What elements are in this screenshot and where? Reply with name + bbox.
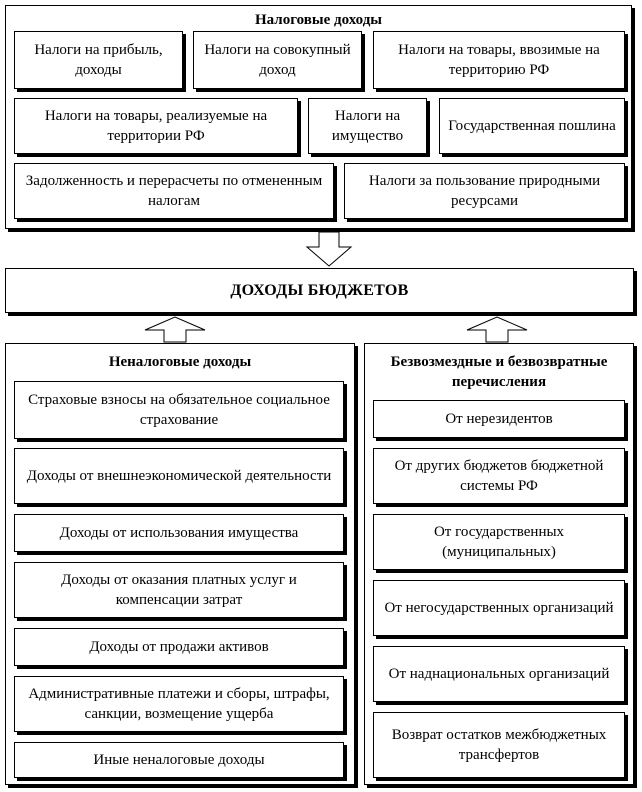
tax-item-property: Налоги на имущество — [308, 98, 427, 154]
tax-item-natural-resources: Налоги за пользование природными ресурса… — [344, 163, 625, 219]
tax-item-domestic-goods: Налоги на товары, реализуемые на террито… — [14, 98, 298, 154]
free-item-non-state: От негосударственных организаций — [373, 580, 625, 636]
nontax-item-foreign-trade: Доходы от внешнеэкономической деятельнос… — [14, 448, 344, 504]
tax-item-profit: Налоги на прибыль, доходы — [14, 31, 183, 89]
arrow-up-right-icon — [466, 316, 528, 343]
free-item-supranational: От наднациональных организаций — [373, 646, 625, 702]
nontax-item-insurance: Страховые взносы на обязательное социаль… — [14, 381, 344, 439]
nontax-item-paid-services: Доходы от оказания платных услуг и компе… — [14, 562, 344, 618]
tax-item-cancelled-taxes-debt: Задолженность и перерасчеты по отмененны… — [14, 163, 334, 219]
free-item-other-budgets: От других бюджетов бюджетной системы РФ — [373, 448, 625, 504]
nontax-item-other: Иные неналоговые доходы — [14, 742, 344, 778]
nontax-revenues-title: Неналоговые доходы — [108, 354, 252, 370]
free-item-nonresidents: От нерезидентов — [373, 400, 625, 438]
free-item-state-municipal: От государственных (муниципальных) — [373, 514, 625, 570]
budget-revenues-box: ДОХОДЫ БЮДЖЕТОВ — [5, 268, 634, 313]
tax-revenues-title: Налоговые доходы — [254, 12, 382, 28]
nontax-item-asset-sales: Доходы от продажи активов — [14, 628, 344, 666]
arrow-down-icon — [305, 231, 353, 267]
arrow-up-left-icon — [144, 316, 206, 343]
gratuitous-transfers-title: Безвозмездные и безвозвратные перечислен… — [390, 354, 608, 390]
nontax-item-administrative-fees: Административные платежи и сборы, штрафы… — [14, 676, 344, 732]
nontax-item-property-use: Доходы от использования имущества — [14, 514, 344, 552]
tax-item-imported-goods: Налоги на товары, ввозимые на территорию… — [373, 31, 625, 89]
free-item-transfer-returns: Возврат остатков межбюджетных трансферто… — [373, 712, 625, 778]
tax-item-state-duty: Государственная пошлина — [439, 98, 625, 154]
tax-item-aggregate-income: Налоги на совокупный доход — [193, 31, 362, 89]
